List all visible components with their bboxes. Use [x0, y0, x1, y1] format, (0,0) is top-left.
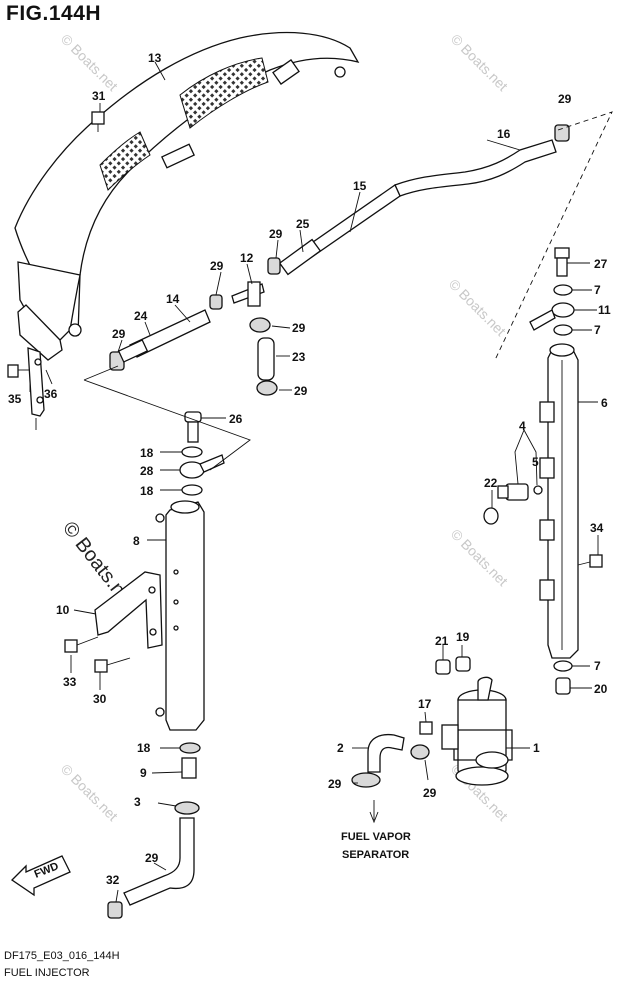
part-19-grommet — [455, 656, 471, 672]
annotation-line-1: FUEL VAPOR — [341, 831, 411, 843]
callout-label: 30 — [93, 692, 107, 706]
part-27-banjo-bolt — [554, 247, 570, 277]
footer-name: FUEL INJECTOR — [4, 967, 90, 979]
callout-label: 13 — [148, 51, 162, 65]
part-28-union — [179, 454, 225, 479]
callout-label: 18 — [137, 741, 151, 755]
part-11-banjo-fitting — [529, 302, 575, 331]
part-21-grommet — [435, 659, 451, 675]
part-10-bracket — [94, 571, 163, 649]
annotation-line-2: SEPARATOR — [342, 849, 409, 861]
part-32-bolt — [7, 364, 30, 378]
part-17-bolt — [419, 721, 433, 735]
callout-label: 35 — [8, 392, 22, 406]
callout-label: 18 — [140, 484, 154, 498]
callout-label: 14 — [166, 292, 180, 306]
callout-label: 11 — [598, 303, 611, 317]
part-36-bracket — [27, 347, 45, 417]
callout-label: 5 — [532, 455, 539, 469]
callout-label: 31 — [92, 89, 106, 103]
callout-label: 24 — [134, 309, 148, 323]
callout-label: 16 — [497, 127, 511, 141]
callout-label: 25 — [296, 217, 310, 231]
callout-label: 33 — [63, 675, 77, 689]
part-7-gasket — [553, 284, 573, 672]
callout-label: 29 — [145, 851, 159, 865]
callout-label: 29 — [292, 321, 306, 335]
part-3-hose — [123, 817, 195, 906]
part-20-plug — [555, 677, 571, 695]
fuel-vapor-separator-annotation: FUEL VAPOR SEPARATOR — [341, 831, 411, 861]
callout-label: 12 — [240, 251, 254, 265]
callout-label: 7 — [594, 659, 601, 673]
callout-label: 7 — [594, 283, 601, 297]
callout-label: 29 — [112, 327, 126, 341]
callout-label: 10 — [56, 603, 70, 617]
part-8-fuel-rail — [155, 500, 205, 731]
part-14-pipe — [117, 309, 211, 363]
callout-label: 34 — [590, 521, 604, 535]
callout-label: 20 — [594, 682, 608, 696]
part-1-vapor-separator — [441, 676, 513, 786]
part-33-bolt — [64, 636, 99, 653]
callout-label: 29 — [294, 384, 308, 398]
callout-label: 15 — [353, 179, 367, 193]
callout-label: 1 — [533, 741, 540, 755]
watermark-text: © Boats.net — [58, 761, 121, 824]
callout-label: 23 — [292, 350, 306, 364]
watermark-text: © Boats.net — [58, 31, 121, 94]
callout-label: 3 — [134, 795, 141, 809]
leader-lines — [29, 61, 613, 903]
callout-label: 26 — [229, 412, 243, 426]
callout-label: 27 — [594, 257, 608, 271]
callout-label: 32 — [106, 873, 120, 887]
callout-label: 29 — [423, 786, 437, 800]
part-34-bolt — [577, 554, 603, 568]
part-4-injector — [497, 483, 543, 501]
figure-title: FIG.144H — [6, 2, 102, 25]
callout-label: 9 — [140, 766, 147, 780]
callout-labels: 13 31 29 16 15 25 29 12 29 27 7 14 24 29… — [8, 51, 611, 887]
part-13-cover-bracket — [14, 31, 360, 361]
watermark-text: © Boats.net — [448, 31, 511, 94]
part-26-bolt — [184, 411, 202, 443]
part-18-gasket — [179, 446, 203, 754]
callout-label: 22 — [484, 476, 498, 490]
callout-label: 4 — [519, 419, 526, 433]
part-12-fitting — [231, 281, 265, 307]
watermark-text: © Boats.net — [448, 526, 511, 589]
part-22-seal — [483, 507, 499, 525]
callout-label: 2 — [337, 741, 344, 755]
part-9-fitting — [181, 757, 197, 779]
part-2-hose — [367, 733, 405, 773]
callout-label: 8 — [133, 534, 140, 548]
callout-label: 6 — [601, 396, 608, 410]
callout-label: 29 — [269, 227, 283, 241]
callout-label: 21 — [435, 634, 449, 648]
part-15-hose — [278, 184, 401, 276]
part-30-bolt — [94, 657, 131, 673]
part-6-fuel-rail — [539, 343, 579, 659]
part-29-clamp — [107, 124, 570, 919]
forward-direction-arrow: FWD — [10, 855, 71, 897]
callout-label: 18 — [140, 446, 154, 460]
footer-code: DF175_E03_016_144H — [4, 950, 120, 962]
part-23-hose — [257, 337, 275, 381]
callout-label: 17 — [418, 697, 432, 711]
callout-label: 29 — [328, 777, 342, 791]
callout-label: 19 — [456, 630, 470, 644]
watermark-text: © Boats.net — [446, 276, 509, 339]
callout-label: 28 — [140, 464, 154, 478]
part-16-hose — [394, 139, 557, 197]
callout-label: 7 — [594, 323, 601, 337]
callout-label: 36 — [44, 387, 58, 401]
callout-label: 29 — [558, 92, 572, 106]
part-31-bolt — [91, 111, 105, 132]
callout-label: 29 — [210, 259, 224, 273]
